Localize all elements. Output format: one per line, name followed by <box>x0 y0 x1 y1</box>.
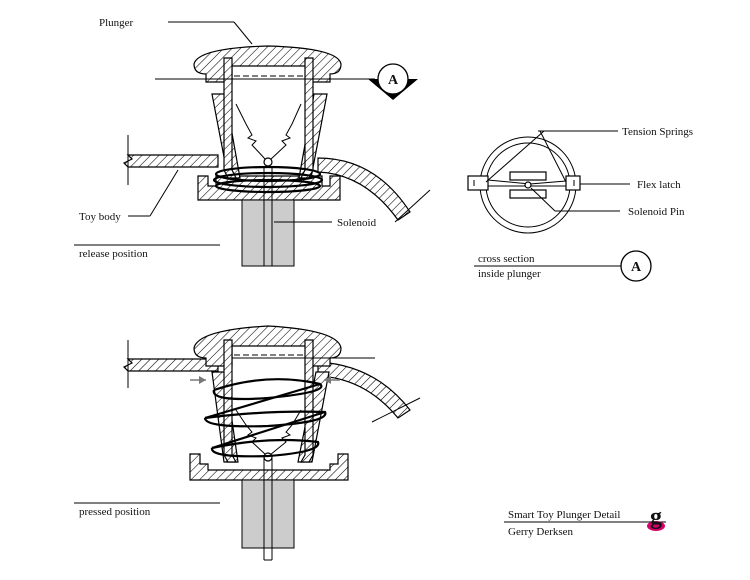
label-solenoid: Solenoid <box>337 217 377 229</box>
title-block-title: Smart Toy Plunger Detail <box>508 509 620 521</box>
plunger-cap-release <box>193 45 342 83</box>
label-solenoid-pin: Solenoid Pin <box>628 206 685 218</box>
release-assembly <box>122 45 431 267</box>
pressed-assembly <box>122 325 421 561</box>
section-marker-callout: A <box>368 63 418 100</box>
toy-body-right-pressed <box>317 361 411 419</box>
base-flange-pressed <box>189 453 349 481</box>
label-release-position: release position <box>79 248 148 260</box>
author-logo: g <box>647 504 665 531</box>
section-marker-callout-letter: A <box>388 73 399 88</box>
toy-body-left-pressed <box>122 358 219 372</box>
label-flex-latch: Flex latch <box>637 179 681 191</box>
section-marker-letter: A <box>631 260 642 275</box>
label-tension-springs: Tension Springs <box>622 126 693 138</box>
flex-latch-left <box>467 175 489 191</box>
plunger-cap-pressed <box>193 325 342 367</box>
toy-body-left-release <box>122 154 219 168</box>
label-cross-section-1: cross section <box>478 253 535 265</box>
logo-letter: g <box>650 504 662 530</box>
flex-latch-right <box>565 175 581 191</box>
inner-shaft-right-pressed <box>299 339 314 463</box>
label-cross-section-2: inside plunger <box>478 268 541 280</box>
solenoid-body-pressed <box>241 479 295 549</box>
title-block: Smart Toy Plunger Detail Gerry Derksen g <box>504 504 666 538</box>
label-pressed-position: pressed position <box>79 506 151 518</box>
label-plunger: Plunger <box>99 17 134 29</box>
title-block-author: Gerry Derksen <box>508 526 574 538</box>
label-toy-body: Toy body <box>79 211 121 223</box>
section-marker: A <box>620 250 652 282</box>
cross-section-view <box>467 136 581 234</box>
solenoid-body-release <box>241 199 295 267</box>
